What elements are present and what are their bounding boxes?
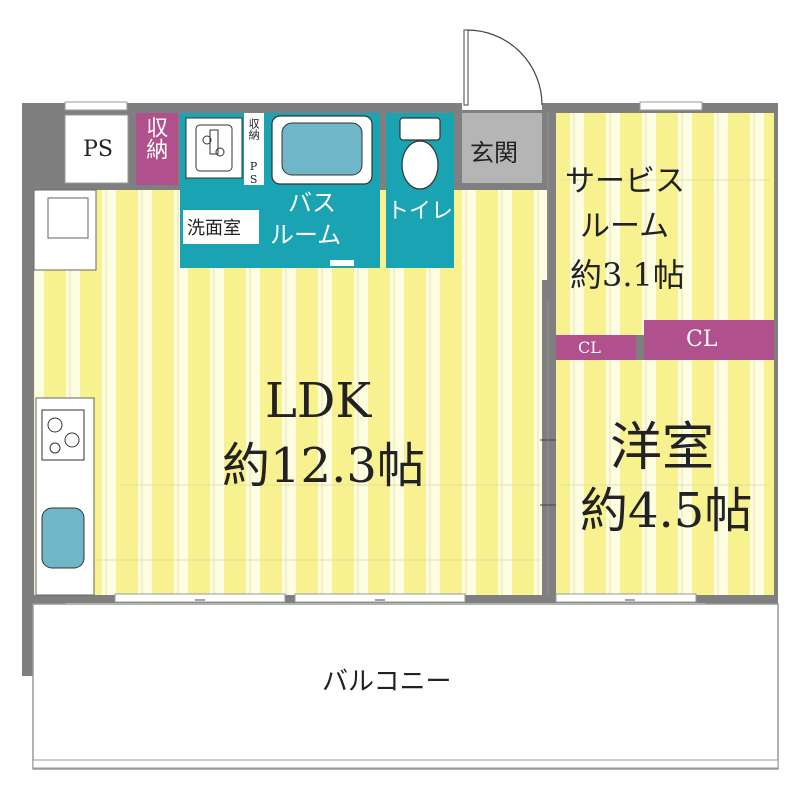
small-ps-label: PS — [247, 160, 261, 186]
storage-box — [136, 113, 178, 185]
closet-label-1: CL — [578, 338, 601, 357]
balcony-area — [32, 603, 779, 770]
ps-label: PS — [83, 137, 113, 162]
entrance — [462, 113, 542, 183]
closet-label-2: CL — [686, 327, 718, 352]
ldk-size: 約12.3帖 — [222, 438, 425, 494]
washing-machine — [185, 117, 243, 179]
closet-western — [644, 320, 774, 360]
bath-label-line1: バス — [288, 189, 336, 217]
storage-label: 収納 — [142, 116, 168, 160]
entrance-door-gap — [462, 98, 542, 110]
bath-label-line2: ルーム — [270, 221, 342, 249]
hall-floor — [455, 190, 548, 280]
toilet-fixture-icon — [399, 117, 441, 190]
service-room-floor — [556, 113, 774, 335]
entrance-door-swing — [466, 29, 543, 106]
sink-icon — [41, 507, 85, 569]
ps-box — [64, 114, 129, 184]
windows — [64, 101, 703, 603]
service-room-label-line2: ルーム — [580, 209, 670, 244]
washing-machine-icon — [195, 124, 233, 172]
balcony-label: バルコニー — [322, 667, 452, 697]
toilet-label: トイレ — [387, 199, 454, 224]
small-storage-label: 収納 — [247, 118, 261, 140]
washroom-label-bg — [183, 210, 259, 244]
stove-icon — [41, 409, 85, 461]
service-room-label-line1: サービス — [565, 164, 685, 199]
small-storage-box — [244, 113, 264, 185]
balcony-rail — [32, 759, 779, 769]
bathtub-inner — [281, 122, 363, 176]
western-room-label: 洋室 — [610, 418, 715, 478]
washroom-label: 洗面室 — [187, 218, 241, 239]
genkan-label: 玄関 — [470, 139, 518, 167]
western-room-floor — [556, 360, 774, 595]
ldk-label: LDK — [265, 373, 372, 429]
service-room-size: 約3.1帖 — [570, 256, 685, 294]
entrance-door-leaf — [463, 29, 469, 106]
closet-service — [556, 335, 636, 360]
refrigerator-inner — [47, 197, 89, 239]
bath-drain — [330, 260, 354, 266]
western-room-size: 約4.5帖 — [580, 483, 753, 539]
